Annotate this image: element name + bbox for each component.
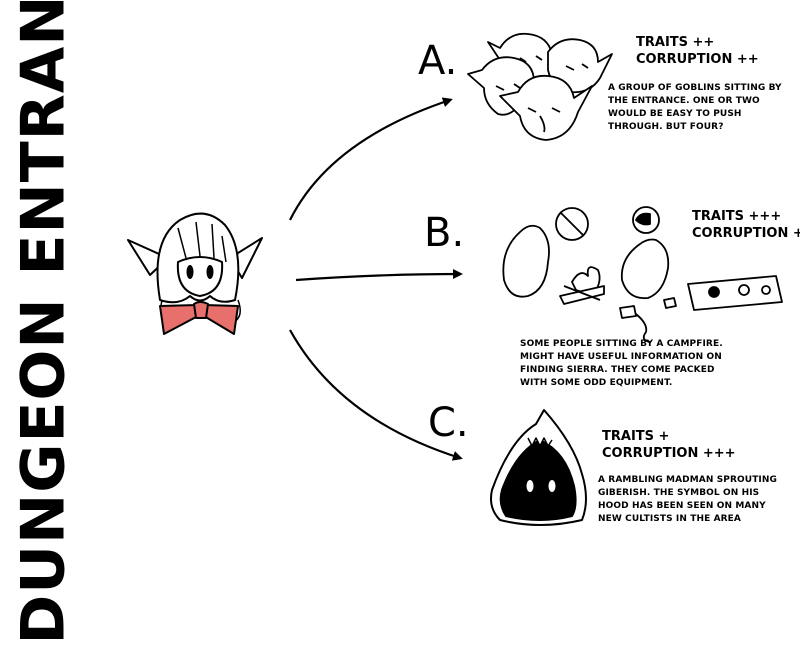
elf-character-icon bbox=[127, 212, 263, 323]
option-a-description: A GROUP OF GOBLINS SITTING BY THE ENTRAN… bbox=[608, 83, 782, 132]
goblins-group-icon bbox=[467, 32, 613, 141]
option-c-traits: TRAITS + bbox=[602, 429, 670, 444]
option-c-letter: C. bbox=[428, 400, 469, 446]
red-scarf-icon bbox=[159, 301, 239, 335]
option-a-stats: TRAITS ++ CORRUPTION ++ bbox=[636, 34, 759, 68]
option-b-stats: TRAITS +++ CORRUPTION + bbox=[692, 208, 800, 242]
option-b-description: SOME PEOPLE SITTING BY A CAMPFIRE. MIGHT… bbox=[520, 339, 723, 388]
arrow-to-c bbox=[289, 329, 463, 461]
arrow-to-a bbox=[289, 97, 453, 221]
option-b-letter: B. bbox=[424, 210, 465, 256]
option-b-traits: TRAITS +++ bbox=[692, 209, 782, 224]
option-c-stats: TRAITS + CORRUPTION +++ bbox=[602, 428, 736, 462]
option-c-corruption: CORRUPTION +++ bbox=[602, 446, 736, 461]
option-a-corruption: CORRUPTION ++ bbox=[636, 52, 759, 67]
option-b-corruption: CORRUPTION + bbox=[692, 226, 800, 241]
option-a-letter: A. bbox=[418, 38, 458, 84]
hooded-madman-icon bbox=[490, 409, 587, 526]
option-a-traits: TRAITS ++ bbox=[636, 35, 715, 50]
option-c-description: A RAMBLING MADMAN SPROUTING GIBERISH. TH… bbox=[598, 475, 777, 524]
campfire-people-icon bbox=[502, 206, 783, 343]
arrow-to-b bbox=[295, 269, 463, 282]
diagram-art bbox=[127, 32, 783, 526]
